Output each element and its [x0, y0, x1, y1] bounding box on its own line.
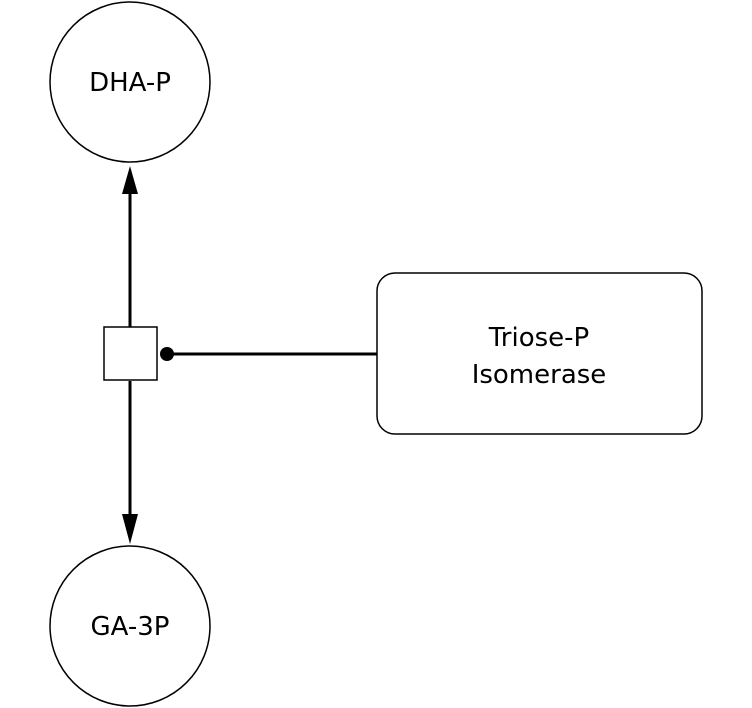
arrowhead-down-icon — [122, 514, 138, 544]
enzyme-label-line1: Triose-P — [488, 323, 589, 353]
node-enzyme[interactable]: Triose-P Isomerase — [376, 272, 703, 435]
dha-p-label: DHA-P — [89, 68, 171, 98]
node-ga-3p[interactable]: GA-3P — [49, 545, 211, 707]
edge-catalysis — [160, 347, 377, 361]
node-dha-p[interactable]: DHA-P — [49, 1, 211, 163]
node-reaction[interactable] — [103, 326, 158, 381]
ga-3p-circle — [49, 545, 211, 707]
dha-p-circle — [49, 1, 211, 163]
edge-reaction-to-dha-p — [122, 166, 138, 327]
edge-reaction-to-ga-3p — [122, 381, 138, 544]
ga-3p-label: GA-3P — [91, 612, 170, 642]
catalysis-dot-icon — [160, 347, 174, 361]
enzyme-box — [376, 272, 703, 435]
reaction-square — [103, 326, 158, 381]
enzyme-label-line2: Isomerase — [472, 360, 607, 390]
arrowhead-up-icon — [122, 166, 138, 194]
